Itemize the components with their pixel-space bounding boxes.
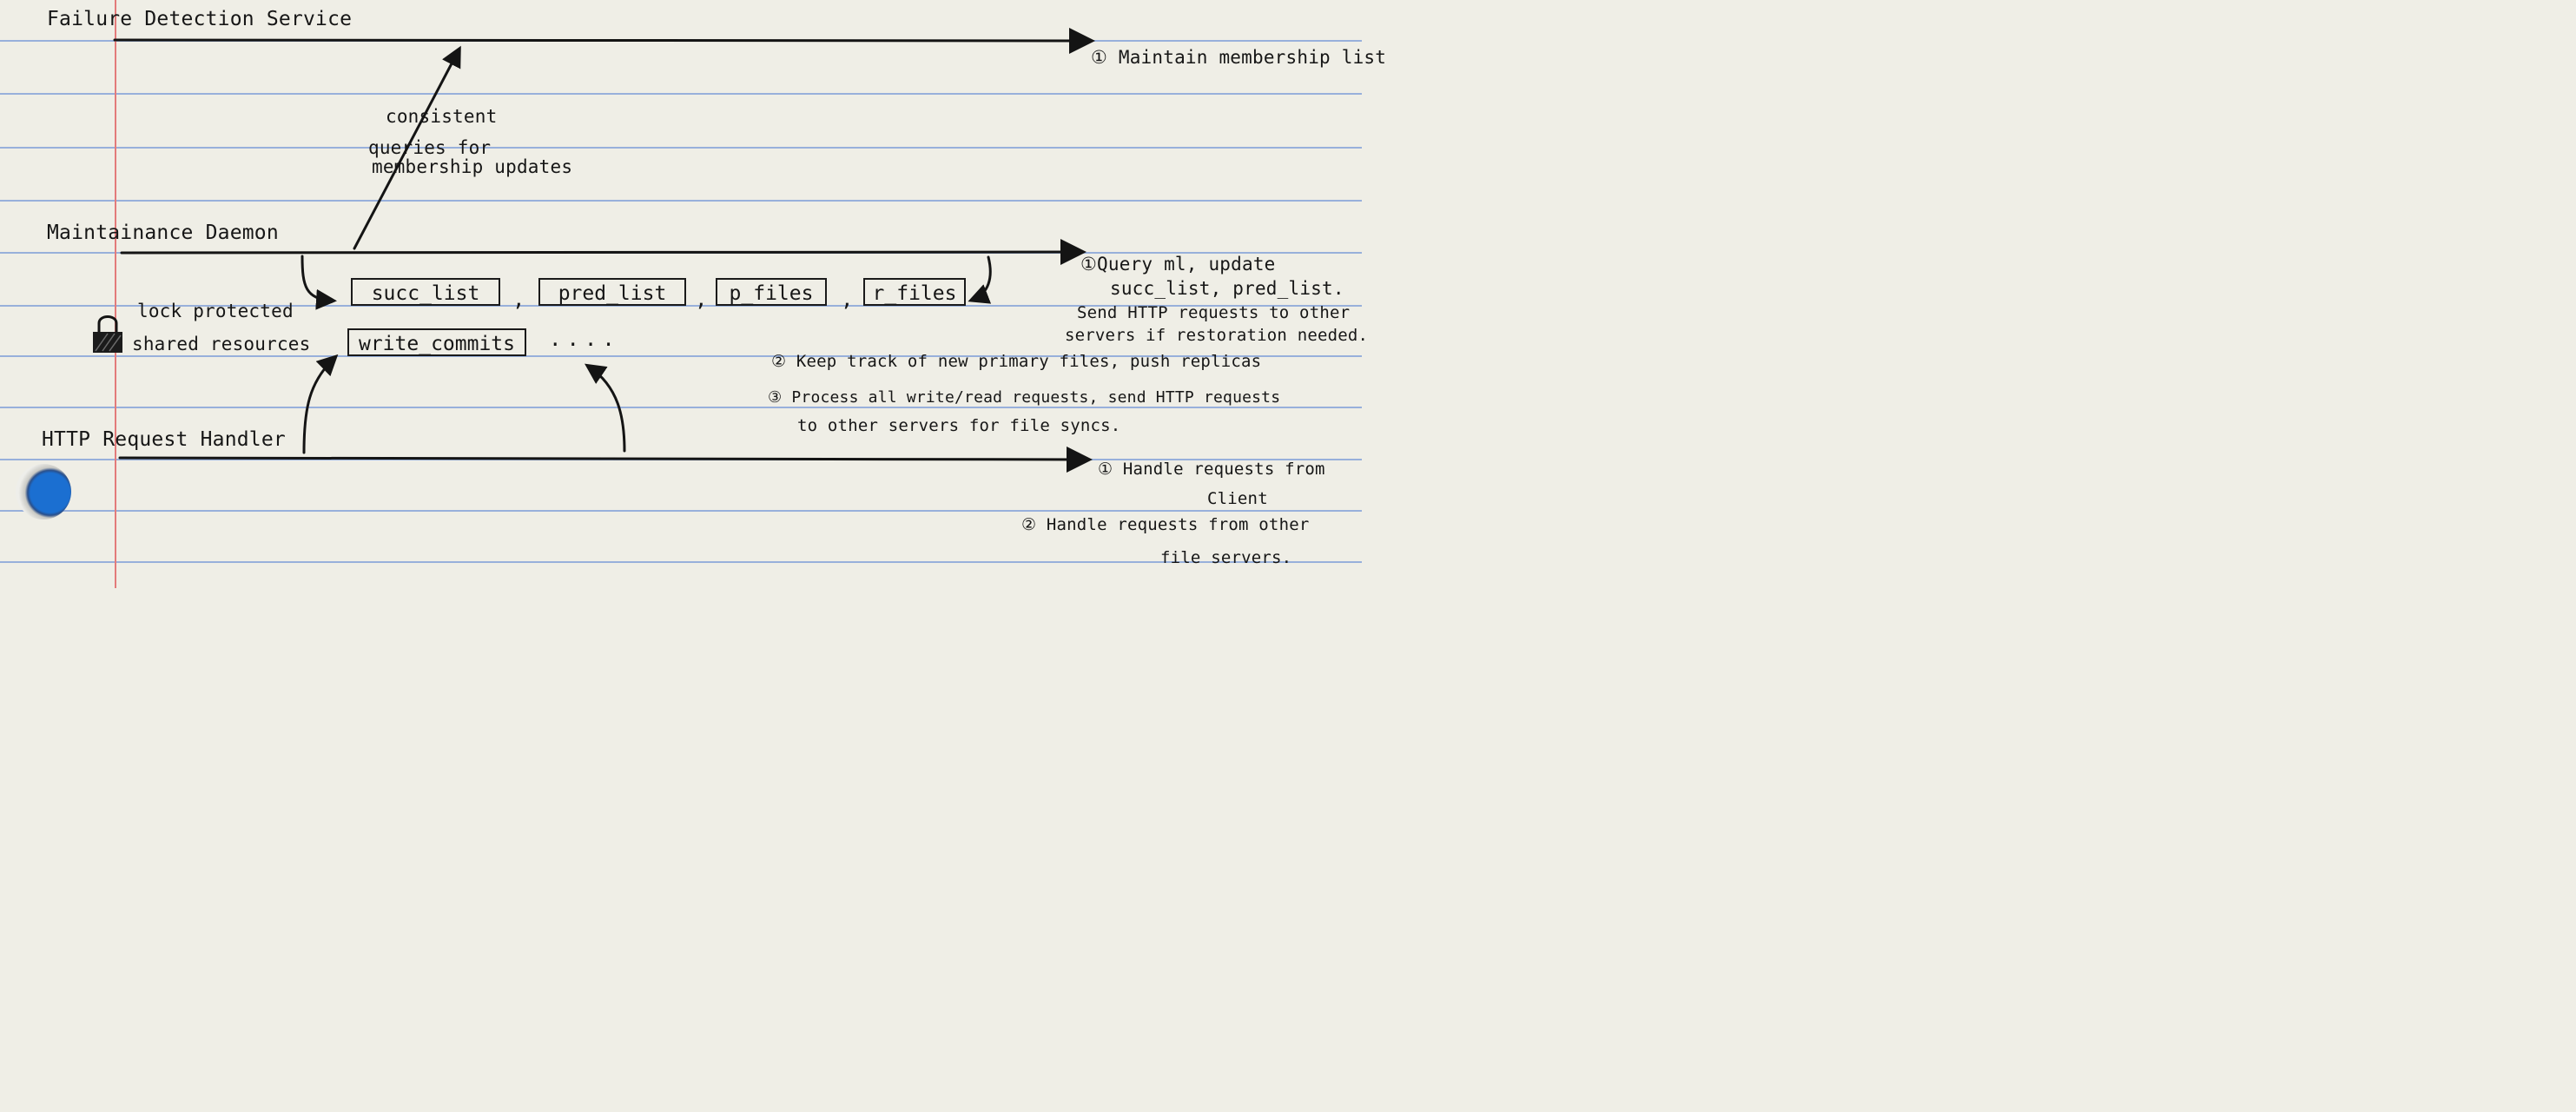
md-right-arrow bbox=[968, 255, 992, 304]
resource-r-files: r_files bbox=[863, 278, 966, 306]
fds-note-1: ① Maintain membership list bbox=[1091, 47, 1387, 68]
md-note-3-line2: to other servers for file syncs. bbox=[797, 416, 1121, 435]
binder-hole bbox=[16, 464, 71, 520]
ellipsis: .... bbox=[549, 327, 620, 351]
separator: , bbox=[841, 287, 854, 311]
http-arrow-right bbox=[585, 363, 626, 453]
md-note-1-line3: Send HTTP requests to other bbox=[1077, 303, 1351, 322]
http-arrow-left bbox=[302, 354, 339, 454]
edge-label-line1: consistent bbox=[386, 106, 498, 127]
lock-label-line1: lock protected bbox=[137, 301, 294, 321]
failure-detection-title: Failure Detection Service bbox=[47, 8, 353, 30]
http-handler-title: HTTP Request Handler bbox=[42, 428, 286, 451]
md-timeline bbox=[120, 239, 1087, 266]
md-note-2: ② Keep track of new primary files, push … bbox=[771, 352, 1262, 371]
resource-write-commits: write_commits bbox=[347, 328, 526, 356]
edge-label-line3: membership updates bbox=[372, 156, 573, 177]
md-note-1-line2: succ_list, pred_list. bbox=[1110, 278, 1344, 299]
resource-p-files: p_files bbox=[716, 278, 827, 306]
separator: , bbox=[512, 287, 525, 311]
edge-label-line2: queries for bbox=[368, 137, 492, 158]
http-note-1-line2: Client bbox=[1207, 489, 1268, 508]
md-note-1-line4: servers if restoration needed. bbox=[1065, 326, 1369, 345]
query-arrow bbox=[353, 45, 461, 250]
md-left-arrow bbox=[301, 255, 337, 310]
http-timeline bbox=[118, 446, 1093, 473]
http-note-1-line1: ① Handle requests from bbox=[1098, 460, 1325, 479]
maintenance-daemon-title: Maintainance Daemon bbox=[47, 222, 279, 244]
lock-label-line2: shared resources bbox=[132, 334, 311, 354]
http-note-2-line2: file servers. bbox=[1160, 548, 1292, 567]
resource-pred-list: pred_list bbox=[538, 278, 686, 306]
separator: , bbox=[695, 287, 708, 311]
fds-timeline bbox=[113, 27, 1095, 54]
md-note-1-line1: ①Query ml, update bbox=[1080, 254, 1276, 275]
resource-succ-list: succ_list bbox=[351, 278, 500, 306]
diagram-strokes bbox=[113, 27, 1095, 473]
http-note-2-line1: ② Handle requests from other bbox=[1021, 515, 1310, 534]
md-note-3-line1: ③ Process all write/read requests, send … bbox=[768, 388, 1281, 407]
lock-icon bbox=[93, 315, 122, 353]
